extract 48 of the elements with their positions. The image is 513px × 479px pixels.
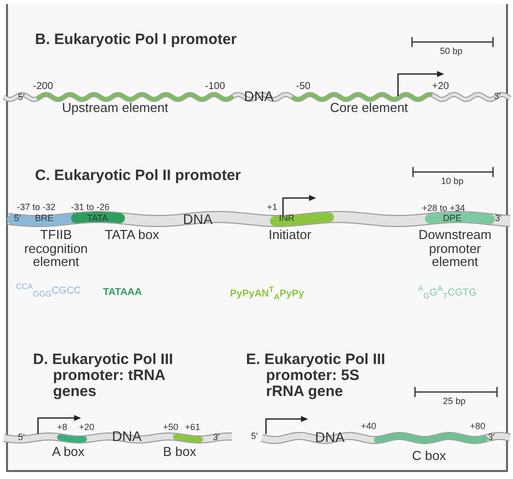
element-name: TFIIB recognition element (23, 228, 89, 269)
element-name: C box (412, 449, 446, 463)
panel-title: C. Eukaryotic Pol II promoter (35, 168, 241, 184)
strand-end-label: 5′ (18, 93, 25, 102)
dna-label: DNA (183, 212, 213, 227)
strand-end-label: 3′ (495, 214, 502, 224)
segment-label: DPE (443, 214, 462, 224)
position-label: +20 (79, 423, 94, 432)
sequence-label: PyPyAN$^{T}$$_{A}$PyPy (230, 286, 304, 302)
element-name: B box (163, 445, 196, 459)
panel-title: D. Eukaryotic Pol III promoter: tRNA genes (33, 352, 174, 400)
element-name: A box (52, 445, 85, 459)
strand-end-label: 5′ (251, 432, 258, 442)
strand-end-label: 3′ (488, 433, 495, 442)
scale-label: 10 bp (441, 177, 464, 186)
scale-label: 25 bp (443, 397, 466, 406)
position-label: -100 (205, 82, 226, 92)
position-label: -31 to -26 (71, 203, 110, 212)
strand-end-label: 5′ (18, 433, 25, 442)
position-label: +8 (57, 423, 68, 432)
element-name: Downstream promoter element (418, 228, 492, 269)
panel-title: E. Eukaryotic Pol III promoter: 5S rRNA gene (246, 352, 386, 400)
sequence-label: TATAAA (103, 288, 142, 298)
strand-end-label: 3′ (213, 433, 220, 442)
position-label: +50 (163, 423, 178, 432)
dna-label: DNA (315, 430, 345, 445)
element-name: Upstream element (62, 101, 168, 115)
strand-end-label: 5′ (14, 214, 21, 224)
position-label: +28 to +34 (422, 204, 466, 214)
position-label: +20 (432, 82, 449, 92)
position-label: -37 to -32 (17, 203, 56, 212)
element-name: Initiator (268, 228, 312, 242)
position-label: +40 (361, 422, 376, 432)
position-label: +61 (185, 423, 200, 432)
position-label: +80 (470, 422, 486, 432)
position-label: +1 (267, 203, 278, 212)
dna-label: DNA (244, 89, 274, 104)
strand-end-label: 3′ (494, 92, 501, 102)
dna-label: DNA (112, 429, 142, 444)
scale-label: 50 bp (440, 47, 463, 56)
segment-label: INR (279, 214, 294, 224)
position-label: -50 (296, 82, 310, 92)
panel-title: B. Eukaryotic Pol I promoter (35, 32, 237, 48)
segment-label: BRE (35, 214, 54, 224)
element-name: Core element (330, 101, 408, 115)
element-name: TATA box (104, 228, 160, 242)
position-label: -200 (33, 82, 54, 92)
segment-label: TATA (87, 214, 108, 224)
